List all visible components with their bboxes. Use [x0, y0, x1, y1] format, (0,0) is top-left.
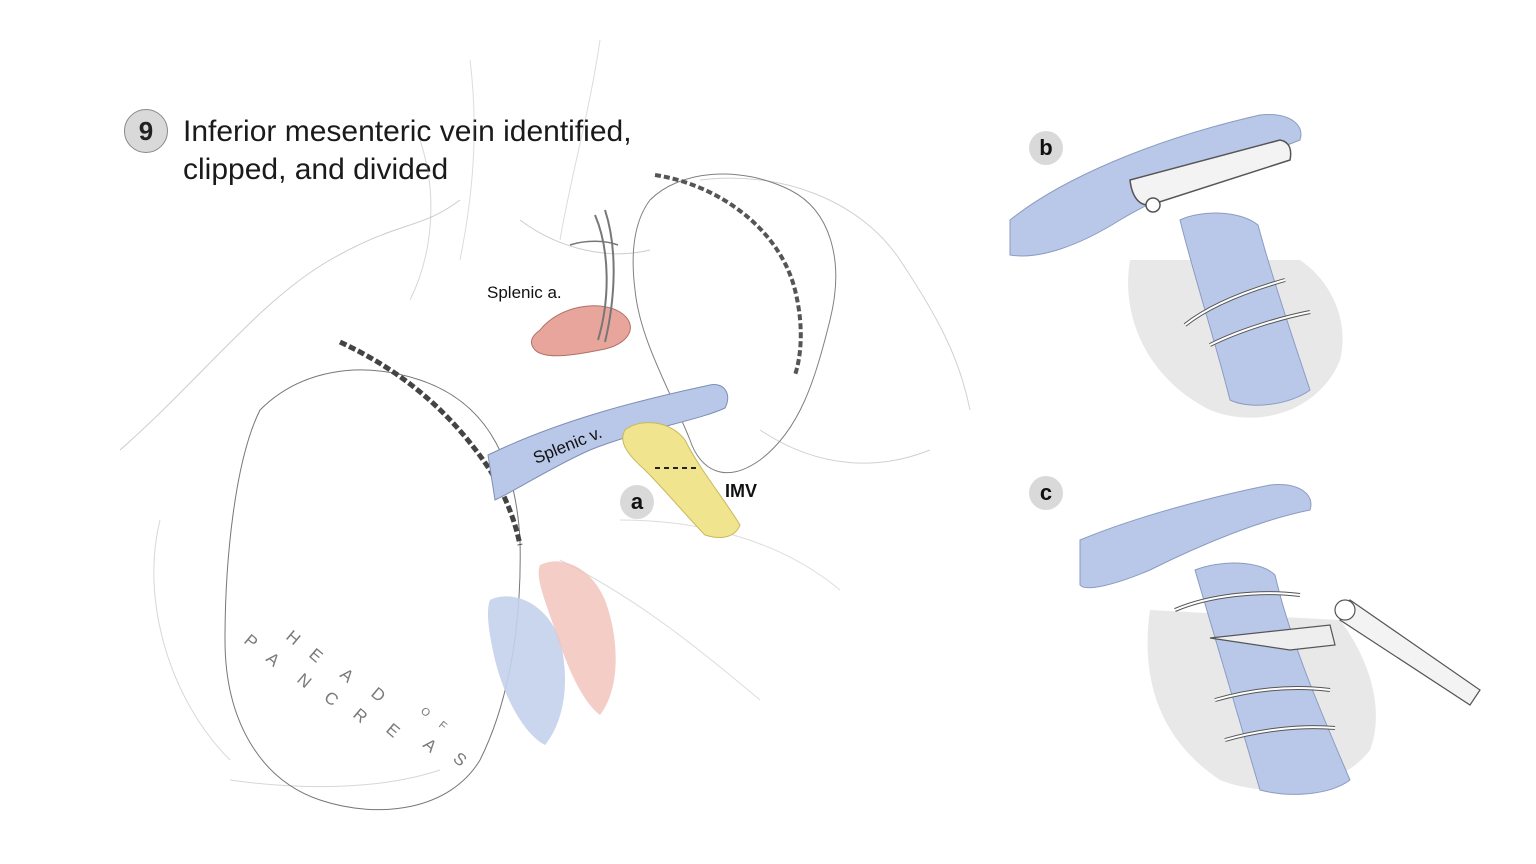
head-letter: H [282, 627, 304, 649]
of-letter: F [436, 719, 449, 733]
step-title-line-2: clipped, and divided [183, 153, 449, 186]
pancreas-letter: E [382, 720, 403, 742]
step-title-line-1: Inferior mesenteric vein identified, [183, 115, 632, 148]
panel-a-badge: a [620, 485, 654, 519]
head-letter: A [336, 665, 357, 687]
pancreas-letter: A [419, 735, 440, 757]
panel-a-illustration [119, 39, 971, 811]
step-number-badge: 9 [124, 109, 168, 153]
step-title: Inferior mesenteric vein identified, cli… [183, 113, 743, 189]
head-letter: E [305, 645, 326, 667]
label-head-of-pancreas: H E A D O F P A N C R E A S [240, 627, 470, 771]
panel-c-badge: c [1029, 476, 1063, 510]
pancreas-letter: R [349, 705, 371, 727]
pancreas-letter: P [240, 631, 261, 653]
panel-b-illustration [1009, 114, 1343, 418]
head-letter: D [367, 684, 389, 706]
label-imv: IMV [725, 481, 757, 501]
panel-b-badge: b [1029, 131, 1063, 165]
pancreas-letter: C [320, 688, 342, 710]
pancreas-letter: S [449, 749, 470, 771]
panel-c-illustration [1079, 484, 1481, 795]
label-splenic-artery: Splenic a. [487, 283, 562, 302]
pancreas-letter: A [262, 649, 283, 671]
pancreas-letter: N [293, 670, 315, 692]
of-letter: O [418, 705, 433, 720]
